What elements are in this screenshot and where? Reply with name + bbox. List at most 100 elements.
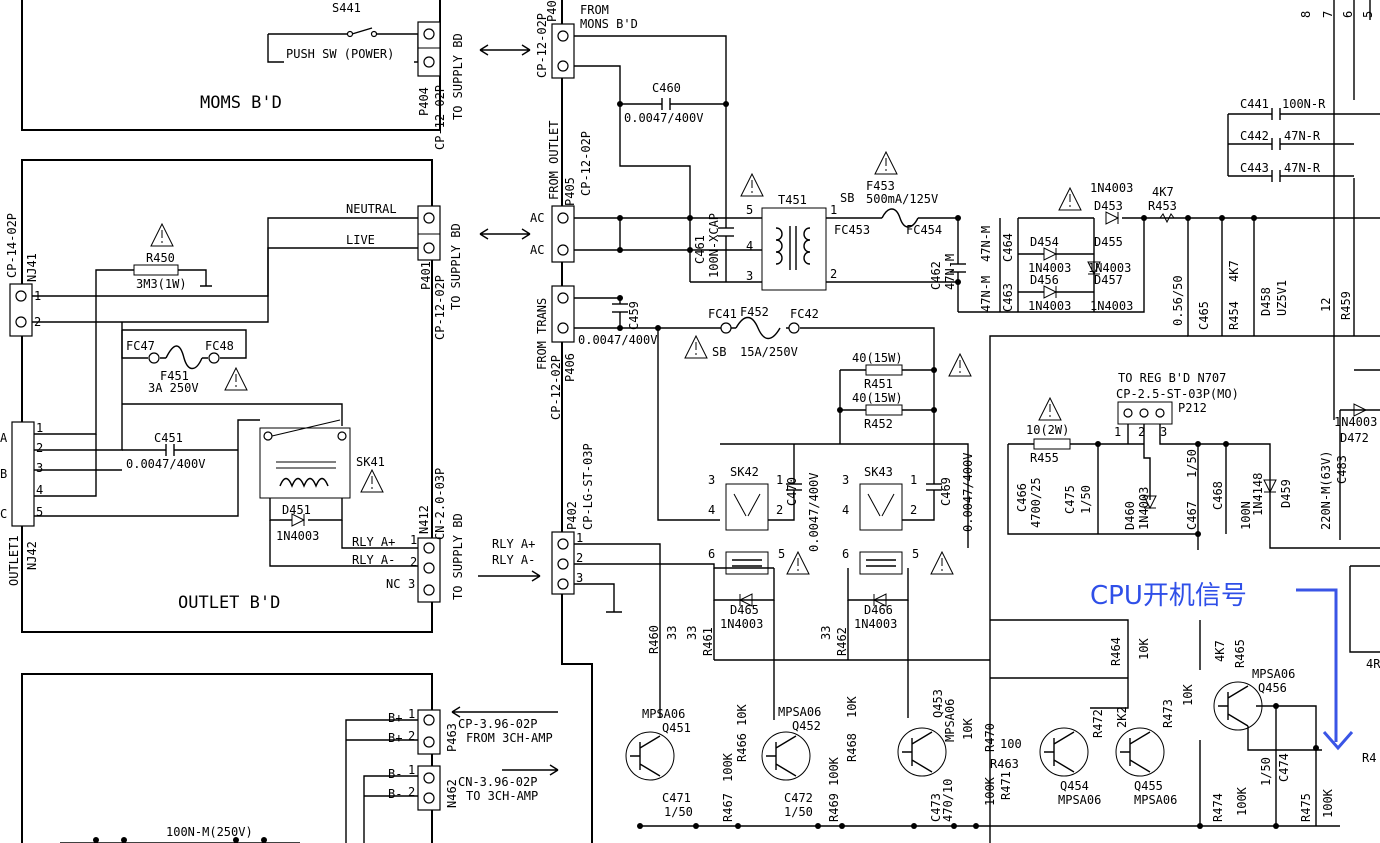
svg-text:40(15W): 40(15W) xyxy=(852,391,903,405)
svg-text:0.56/50: 0.56/50 xyxy=(1171,275,1185,326)
c451-ref: C451 xyxy=(154,431,183,445)
svg-text:3: 3 xyxy=(576,571,583,585)
svg-text:3: 3 xyxy=(746,269,753,283)
svg-text:10K: 10K xyxy=(1137,638,1151,660)
svg-text:C483: C483 xyxy=(1335,455,1349,484)
p463-type: CP-3.96-02P xyxy=(458,717,537,731)
svg-text:1N4003: 1N4003 xyxy=(720,617,763,631)
svg-text:100K: 100K xyxy=(983,776,997,806)
c459-value: 0.0047/400V xyxy=(578,333,657,347)
svg-text:10K: 10K xyxy=(961,718,975,740)
svg-text:1/50: 1/50 xyxy=(1259,757,1273,786)
svg-text:R467: R467 xyxy=(721,793,735,822)
svg-text:33: 33 xyxy=(685,626,699,640)
outlet-board-label: OUTLET B'D xyxy=(178,593,280,613)
s441-label: S441 xyxy=(332,1,361,15)
svg-text:C467: C467 xyxy=(1185,501,1199,530)
amp-board: B+1 B+2 B-1 B-2 P463 N462 CP-3.96-02P FR… xyxy=(21,673,559,843)
p40-connector xyxy=(551,23,575,79)
warning-icon xyxy=(786,550,810,575)
f451-ref: F451 xyxy=(160,369,189,383)
warning-icon xyxy=(224,366,248,391)
fc47-label: FC47 xyxy=(126,339,155,353)
svg-text:CP-LG-ST-03P: CP-LG-ST-03P xyxy=(581,443,595,530)
svg-text:6: 6 xyxy=(1341,11,1355,18)
outlet-board: OUTLET B'D CP-14-02P NJ41 1 2 NEUTRAL LI… xyxy=(0,159,465,633)
svg-text:MPSA06: MPSA06 xyxy=(1252,667,1295,681)
svg-text:2: 2 xyxy=(1138,425,1145,439)
svg-text:R459: R459 xyxy=(1339,291,1353,320)
svg-text:C462: C462 xyxy=(929,261,943,290)
r450-value: 3M3(1W) xyxy=(136,277,187,291)
warning-icon xyxy=(360,468,384,493)
svg-text:R462: R462 xyxy=(835,627,849,656)
svg-text:33: 33 xyxy=(819,626,833,640)
svg-text:4: 4 xyxy=(36,483,43,497)
svg-text:P405: P405 xyxy=(563,177,577,206)
p401-connector xyxy=(417,205,441,261)
svg-text:R468: R468 xyxy=(845,733,859,762)
p212-connector xyxy=(1117,401,1173,425)
d451-value: 1N4003 xyxy=(276,529,319,543)
svg-text:SK42: SK42 xyxy=(730,465,759,479)
svg-text:UZ5V1: UZ5V1 xyxy=(1275,280,1289,316)
svg-text:R453: R453 xyxy=(1148,199,1177,213)
annotation-arrow xyxy=(1296,588,1354,751)
svg-text:1: 1 xyxy=(830,203,837,217)
svg-text:2: 2 xyxy=(410,555,417,569)
nc-label: NC xyxy=(386,577,400,591)
from-moms-2: MONS B'D xyxy=(580,17,638,31)
svg-text:1/50: 1/50 xyxy=(664,805,693,819)
svg-text:D458: D458 xyxy=(1259,287,1273,316)
arrow-outlet-link xyxy=(479,228,531,240)
svg-text:1: 1 xyxy=(576,531,583,545)
svg-text:1: 1 xyxy=(408,707,415,721)
svg-text:Q452: Q452 xyxy=(792,719,821,733)
svg-text:FC42: FC42 xyxy=(790,307,819,321)
svg-text:10(2W): 10(2W) xyxy=(1026,423,1069,437)
svg-text:C466: C466 xyxy=(1015,483,1029,512)
svg-text:C441: C441 xyxy=(1240,97,1269,111)
svg-text:MPSA06: MPSA06 xyxy=(642,707,685,721)
svg-text:R454: R454 xyxy=(1227,301,1241,330)
n412-dest: TO SUPPLY BD xyxy=(451,513,465,600)
svg-text:CP-12-02P: CP-12-02P xyxy=(549,355,563,420)
arrow-rly xyxy=(478,570,541,582)
svg-text:12: 12 xyxy=(1319,298,1333,312)
svg-text:CP-2.5-ST-03P(MO): CP-2.5-ST-03P(MO) xyxy=(1116,387,1239,401)
supply-input-block: CP-12-02P P40 FROM MONS B'D C460 0.0047/… xyxy=(492,0,774,843)
svg-text:P463: P463 xyxy=(445,723,459,752)
svg-text:C443: C443 xyxy=(1240,161,1269,175)
svg-text:Q453: Q453 xyxy=(931,689,945,718)
svg-text:D453: D453 xyxy=(1094,199,1123,213)
svg-text:100K: 100K xyxy=(827,756,841,786)
svg-text:3: 3 xyxy=(36,461,43,475)
svg-text:5: 5 xyxy=(1361,11,1375,18)
svg-text:R473: R473 xyxy=(1161,699,1175,728)
svg-text:47N-M: 47N-M xyxy=(979,276,993,312)
p404-type: CP-12-02P xyxy=(433,85,447,150)
svg-text:2K2: 2K2 xyxy=(1115,706,1129,728)
svg-text:C473: C473 xyxy=(929,793,943,822)
svg-text:5: 5 xyxy=(746,203,753,217)
ac-label-1: AC xyxy=(530,211,544,225)
svg-text:2: 2 xyxy=(408,729,415,743)
svg-text:B-: B- xyxy=(388,787,402,801)
t451-transformer xyxy=(761,207,827,291)
cpu-power-signal-label: CPU开机信号 xyxy=(1090,581,1247,611)
svg-text:T451: T451 xyxy=(778,193,807,207)
svg-text:C464: C464 xyxy=(1001,233,1015,262)
rly-a-plus-label: RLY A+ xyxy=(352,535,395,549)
q454-transistor xyxy=(1039,727,1089,777)
svg-text:6: 6 xyxy=(708,547,715,561)
svg-text:R452: R452 xyxy=(864,417,893,431)
arrow-moms-link xyxy=(479,44,531,56)
standby-transformer: T451 5 4 3 1 2 FC453 FC454 SB F453 500mA… xyxy=(746,0,1380,420)
svg-text:100N: 100N xyxy=(1239,501,1253,530)
svg-text:6: 6 xyxy=(842,547,849,561)
main-relay-block: FC41 F452 FC42 SB 15A/250V 40(15W) R451 … xyxy=(647,305,975,660)
svg-text:R460: R460 xyxy=(647,625,661,654)
svg-text:47N-R: 47N-R xyxy=(1284,161,1321,175)
svg-text:SB: SB xyxy=(840,191,854,205)
svg-text:C468: C468 xyxy=(1211,481,1225,510)
